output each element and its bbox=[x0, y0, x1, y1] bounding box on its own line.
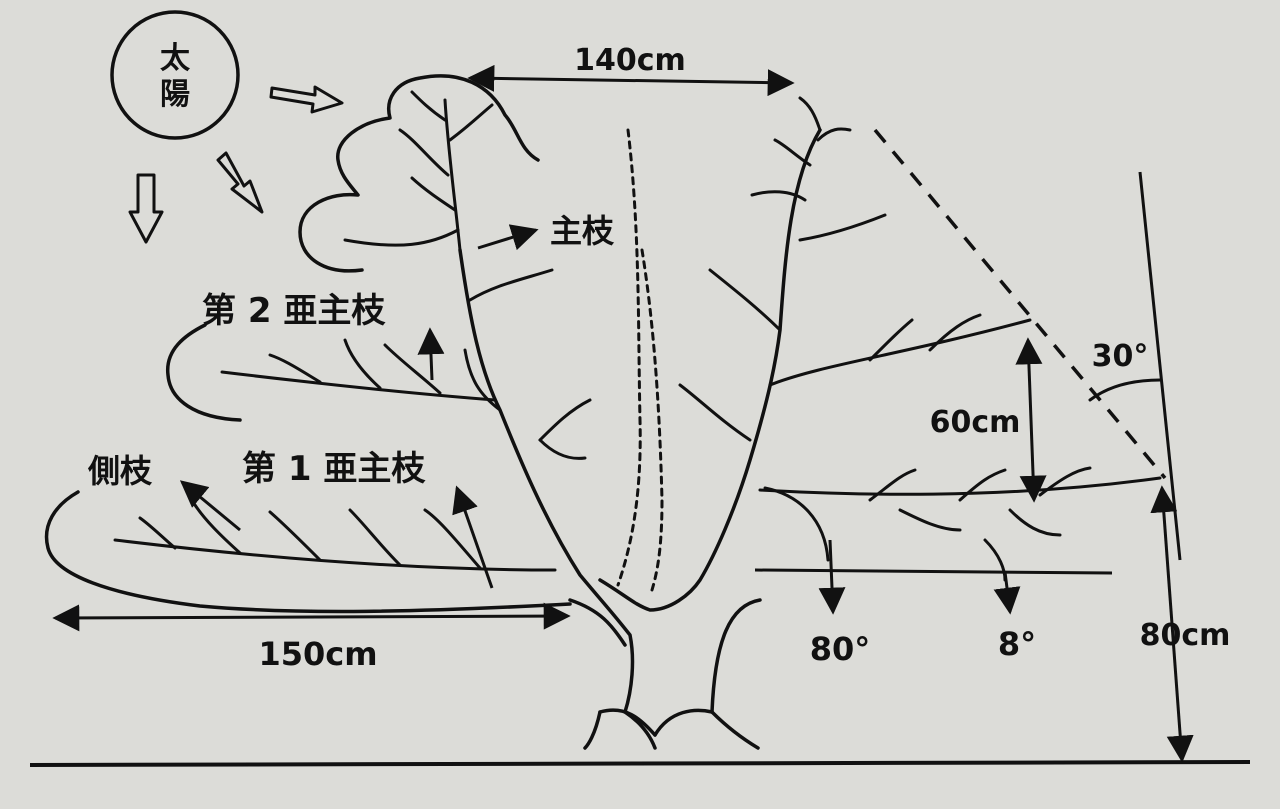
angle-30-arc bbox=[1088, 378, 1162, 402]
sunlight-arrow-down bbox=[128, 173, 164, 244]
first-sub-main-outline bbox=[44, 490, 572, 614]
branch-spacing-label: 60cm bbox=[930, 405, 1021, 440]
lower-spread-arrow bbox=[52, 602, 571, 632]
angle-30-label: 30° bbox=[1092, 339, 1149, 374]
second-sub-main-label: 第 2 亜主枝 bbox=[202, 291, 386, 331]
main-branch-pointer bbox=[477, 224, 539, 251]
sun-label-2: 陽 bbox=[160, 77, 190, 112]
crown-width-label: 140cm bbox=[574, 43, 686, 78]
sun-label-1: 太 bbox=[160, 41, 191, 76]
first-sub-main-label: 第 1 亜主枝 bbox=[242, 449, 426, 489]
crotch-angle-arc bbox=[763, 486, 830, 562]
crotch-angle-label: 80° bbox=[810, 630, 871, 668]
center-dotted-line-2 bbox=[640, 248, 664, 592]
ground-line bbox=[29, 760, 1251, 767]
branch-height-arrow bbox=[1150, 485, 1194, 763]
branch-spacing-arrow bbox=[1015, 337, 1047, 503]
horizontal-reference-line bbox=[754, 568, 1113, 575]
center-dotted-line-1 bbox=[616, 128, 642, 587]
side-branch-pointer bbox=[179, 480, 241, 532]
first-sub-main-pointer bbox=[452, 485, 494, 589]
sunlight-arrow-right bbox=[269, 85, 344, 114]
crown-slope-dashed-line bbox=[873, 128, 1167, 480]
droop-angle-arc bbox=[983, 538, 1007, 582]
droop-angle-label: 8° bbox=[998, 625, 1036, 663]
right-main-branch-twigs bbox=[678, 96, 1162, 537]
second-sub-main-outline bbox=[166, 323, 242, 422]
droop-angle-arrow bbox=[993, 571, 1021, 615]
trunk bbox=[458, 128, 822, 750]
sun-icon: 太 陽 bbox=[110, 10, 240, 140]
left-main-branch-twigs bbox=[343, 90, 554, 412]
crown-outline bbox=[298, 74, 540, 273]
crown-width-arrow bbox=[467, 64, 795, 97]
sunlight-arrow-diagonal bbox=[216, 151, 264, 214]
lower-spread-label: 150cm bbox=[258, 635, 377, 673]
branch-height-label: 80cm bbox=[1140, 618, 1231, 653]
crotch-angle-arrow bbox=[818, 539, 846, 615]
sub-main-branches bbox=[113, 338, 592, 572]
main-branch-label: 主枝 bbox=[550, 212, 615, 250]
second-sub-main-pointer bbox=[417, 327, 445, 381]
side-branch-label: 側枝 bbox=[87, 452, 153, 490]
sunlight-arrows bbox=[128, 85, 344, 244]
